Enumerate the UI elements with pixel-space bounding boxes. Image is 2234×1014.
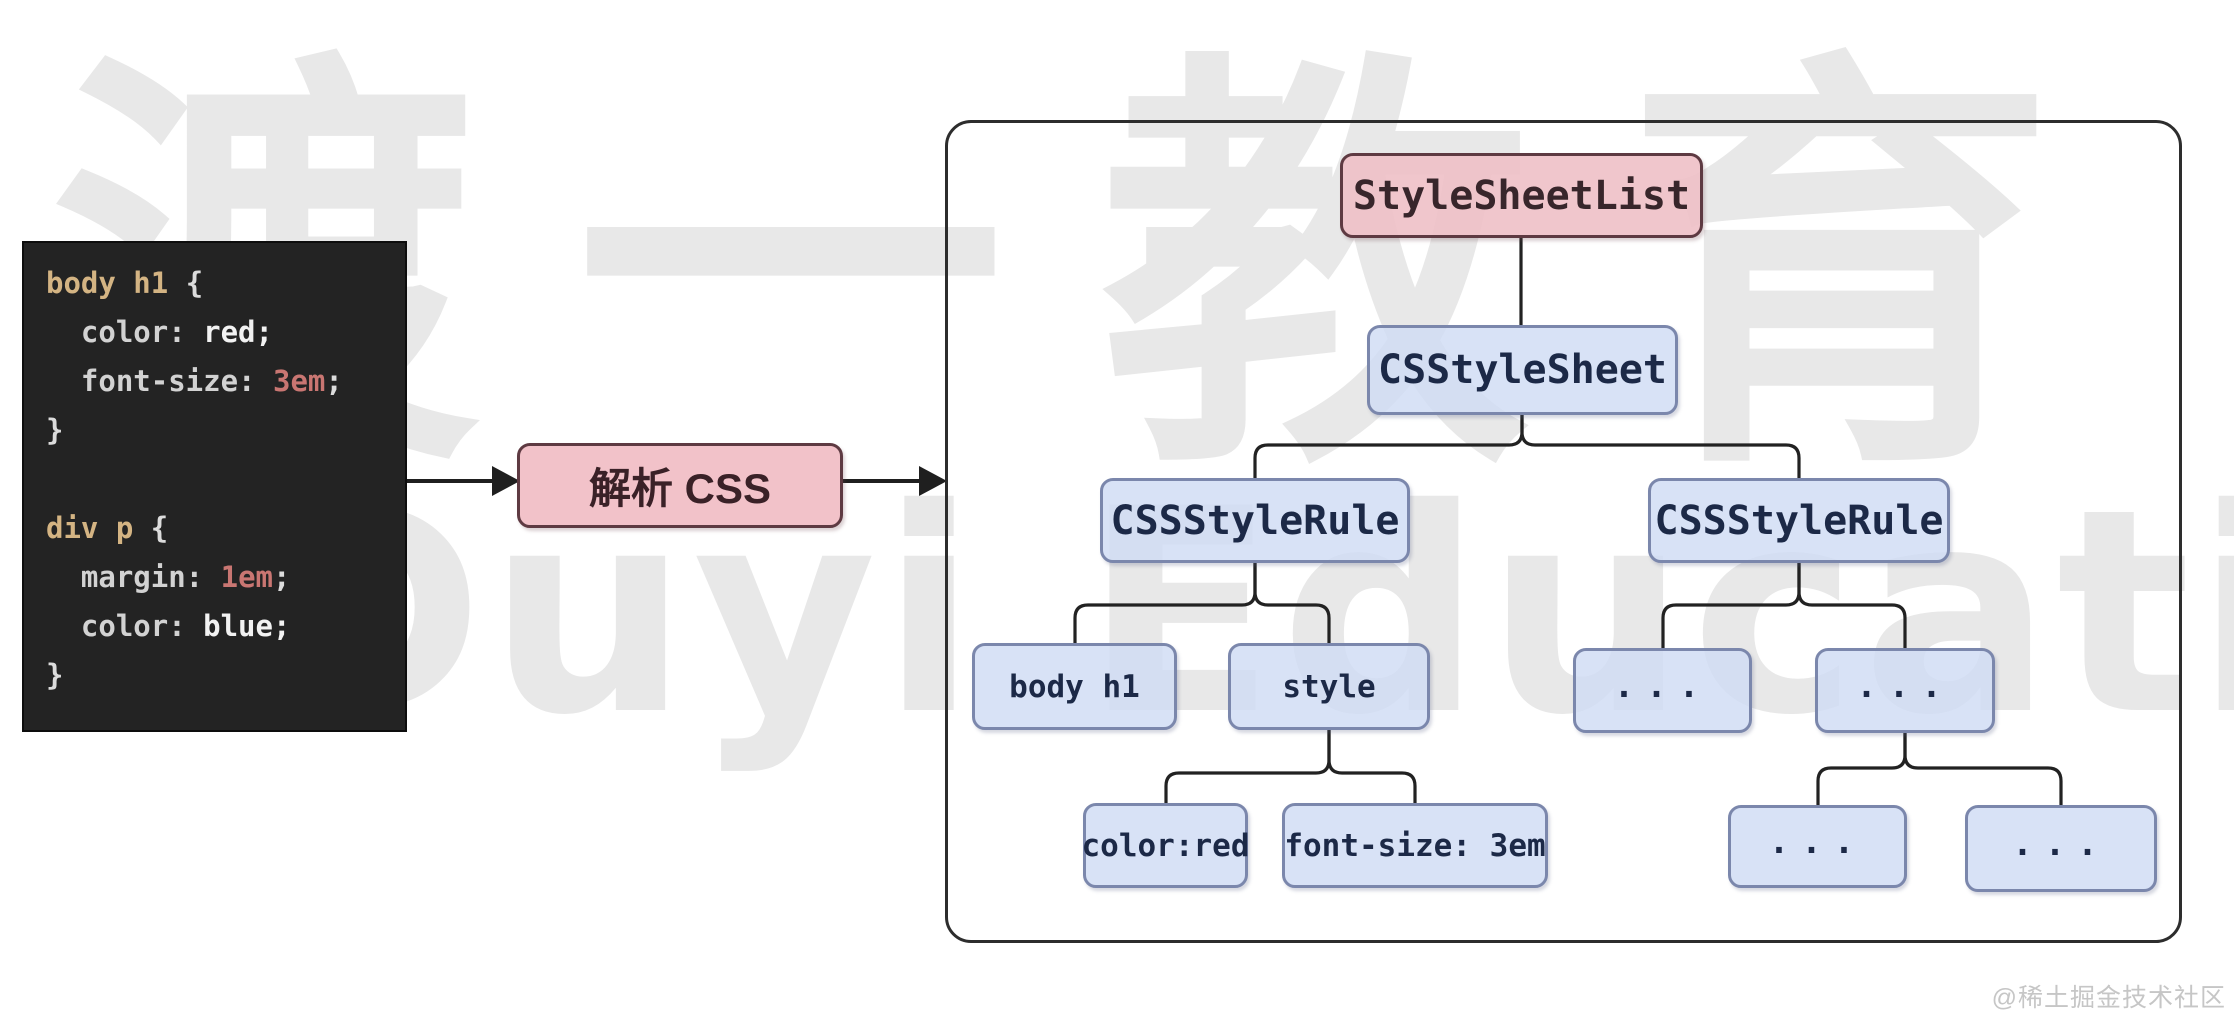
code-token: color: bbox=[46, 315, 204, 349]
code-token: body h1 bbox=[46, 266, 186, 300]
code-token: margin: bbox=[46, 560, 221, 594]
code-token: ; bbox=[325, 364, 343, 398]
tree-node-cssstylerule-right: CSSStyleRule bbox=[1648, 478, 1950, 563]
tree-node-ellipsis-4: ... bbox=[1965, 805, 2157, 892]
code-token: 3em bbox=[272, 364, 326, 398]
tree-node-decl-color-red: color:red bbox=[1082, 803, 1250, 888]
tree-node-selector-body-h1: body h1 bbox=[972, 643, 1177, 730]
code-token: 1em bbox=[220, 560, 273, 594]
code-token: div p bbox=[46, 511, 151, 545]
tree-node-cssstylesheet: CSStyleSheet bbox=[1367, 325, 1678, 415]
code-line: } bbox=[46, 651, 405, 700]
tree-node-ellipsis-1: ... bbox=[1573, 648, 1752, 733]
code-token: } bbox=[46, 658, 64, 692]
tree-node-stylesheetlist: StyleSheetList bbox=[1340, 153, 1703, 238]
arrowheads bbox=[492, 466, 947, 496]
code-line bbox=[46, 455, 405, 504]
parse-css-step: 解析 CSS bbox=[517, 443, 843, 528]
tree-node-ellipsis-2: ... bbox=[1815, 648, 1995, 733]
css-code-panel: body h1 { color: red; font-size: 3em; } … bbox=[22, 241, 407, 732]
code-line: color: blue; bbox=[46, 602, 405, 651]
code-token: font-size: bbox=[46, 364, 273, 398]
code-token: color: bbox=[46, 609, 204, 643]
code-line: color: red; bbox=[46, 308, 405, 357]
code-token: } bbox=[46, 413, 64, 447]
credit-watermark: @稀土掘金技术社区 bbox=[1991, 984, 2226, 1012]
code-token: ; bbox=[273, 560, 291, 594]
code-token: { bbox=[150, 511, 169, 545]
tree-node-cssstylerule-left: CSSStyleRule bbox=[1100, 478, 1410, 563]
code-token: blue; bbox=[203, 609, 291, 643]
tree-node-decl-font-size: font-size: 3em bbox=[1282, 803, 1548, 888]
code-line: font-size: 3em; bbox=[46, 357, 405, 406]
cssom-tree-container bbox=[945, 120, 2182, 943]
tree-connectors bbox=[1073, 238, 2063, 805]
code-line: div p { bbox=[46, 504, 405, 553]
code-line: body h1 { bbox=[46, 259, 405, 308]
tree-node-style: style bbox=[1228, 643, 1430, 730]
code-token: { bbox=[185, 266, 204, 300]
code-line: margin: 1em; bbox=[46, 553, 405, 602]
code-token: red; bbox=[203, 315, 273, 349]
code-line: } bbox=[46, 406, 405, 455]
tree-node-ellipsis-3: ... bbox=[1728, 805, 1907, 888]
